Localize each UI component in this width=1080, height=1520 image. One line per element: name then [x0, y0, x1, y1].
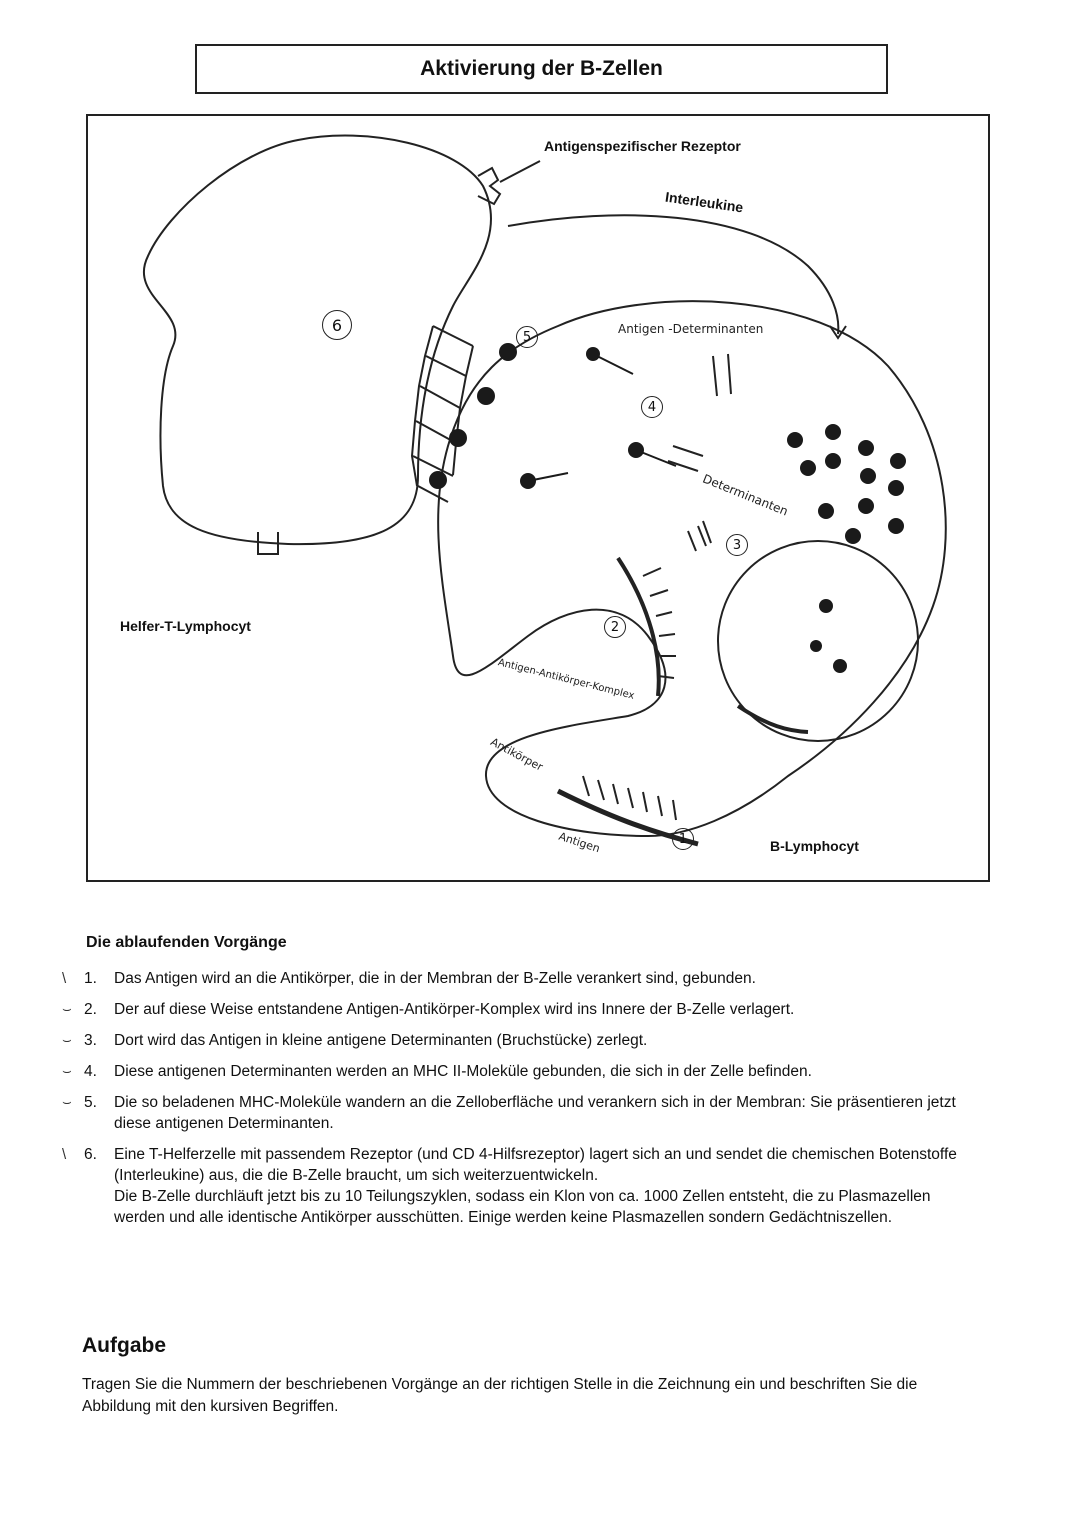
process-steps: \ 1. Das Antigen wird an die Antikörper,…	[84, 968, 984, 1238]
check-mark: ⌣	[62, 1030, 72, 1051]
step-text: Das Antigen wird an die Antikörper, die …	[114, 968, 984, 989]
task-text: Tragen Sie die Nummern der beschriebenen…	[82, 1374, 982, 1418]
mhc-dot	[477, 387, 495, 405]
receptor-label: Antigenspezifischer Rezeptor	[544, 138, 741, 154]
check-mark: ⌣	[62, 999, 72, 1020]
step-text: Die so beladenen MHC-Moleküle wandern an…	[114, 1092, 984, 1134]
number-4: 4	[641, 396, 663, 418]
interleukine-arrow	[508, 215, 838, 334]
step-number: 3.	[84, 1030, 97, 1051]
check-mark: ⌣	[62, 1092, 72, 1113]
number-6: 6	[322, 310, 352, 340]
number-5: 5	[516, 326, 538, 348]
number-1: 1	[672, 828, 694, 850]
process-step-6: \ 6. Eine T-Helferzelle mit passendem Re…	[84, 1144, 984, 1228]
determinants-top-label: Antigen -Determinanten	[618, 322, 763, 336]
page-title: Aktivierung der B-Zellen	[420, 57, 663, 81]
number-2: 2	[604, 616, 626, 638]
step-text: Eine T-Helferzelle mit passendem Rezepto…	[114, 1144, 984, 1186]
step-number: 6.	[84, 1144, 97, 1165]
task-title: Aufgabe	[82, 1334, 166, 1358]
step-text: Dort wird das Antigen in kleine antigene…	[114, 1030, 984, 1051]
step-text: Der auf diese Weise entstandene Antigen-…	[114, 999, 984, 1020]
diagram-figure: Antigenspezifischer Rezeptor Interleukin…	[86, 114, 990, 882]
step-number: 1.	[84, 968, 97, 989]
process-step-1: \ 1. Das Antigen wird an die Antikörper,…	[84, 968, 984, 989]
step-number: 5.	[84, 1092, 97, 1113]
process-step-4: ⌣ 4. Diese antigenen Determinanten werde…	[84, 1061, 984, 1082]
check-mark: \	[62, 968, 66, 989]
step-extra-text: Die B-Zelle durchläuft jetzt bis zu 10 T…	[114, 1186, 984, 1228]
mhc-dot	[429, 471, 447, 489]
b-cell-label: B-Lymphocyt	[770, 838, 859, 854]
process-title: Die ablaufenden Vorgänge	[86, 934, 287, 952]
helper-t-cell-label: Helfer-T-Lymphocyt	[120, 618, 251, 634]
step-text: Diese antigenen Determinanten werden an …	[114, 1061, 984, 1082]
check-mark: \	[62, 1144, 66, 1165]
process-step-5: ⌣ 5. Die so beladenen MHC-Moleküle wande…	[84, 1092, 984, 1134]
mhc-dot	[449, 429, 467, 447]
step-number: 2.	[84, 999, 97, 1020]
step-number: 4.	[84, 1061, 97, 1082]
process-step-2: ⌣ 2. Der auf diese Weise entstandene Ant…	[84, 999, 984, 1020]
process-step-3: ⌣ 3. Dort wird das Antigen in kleine ant…	[84, 1030, 984, 1051]
check-mark: ⌣	[62, 1061, 72, 1082]
title-box: Aktivierung der B-Zellen	[195, 44, 888, 94]
number-3: 3	[726, 534, 748, 556]
mhc-dot	[499, 343, 517, 361]
